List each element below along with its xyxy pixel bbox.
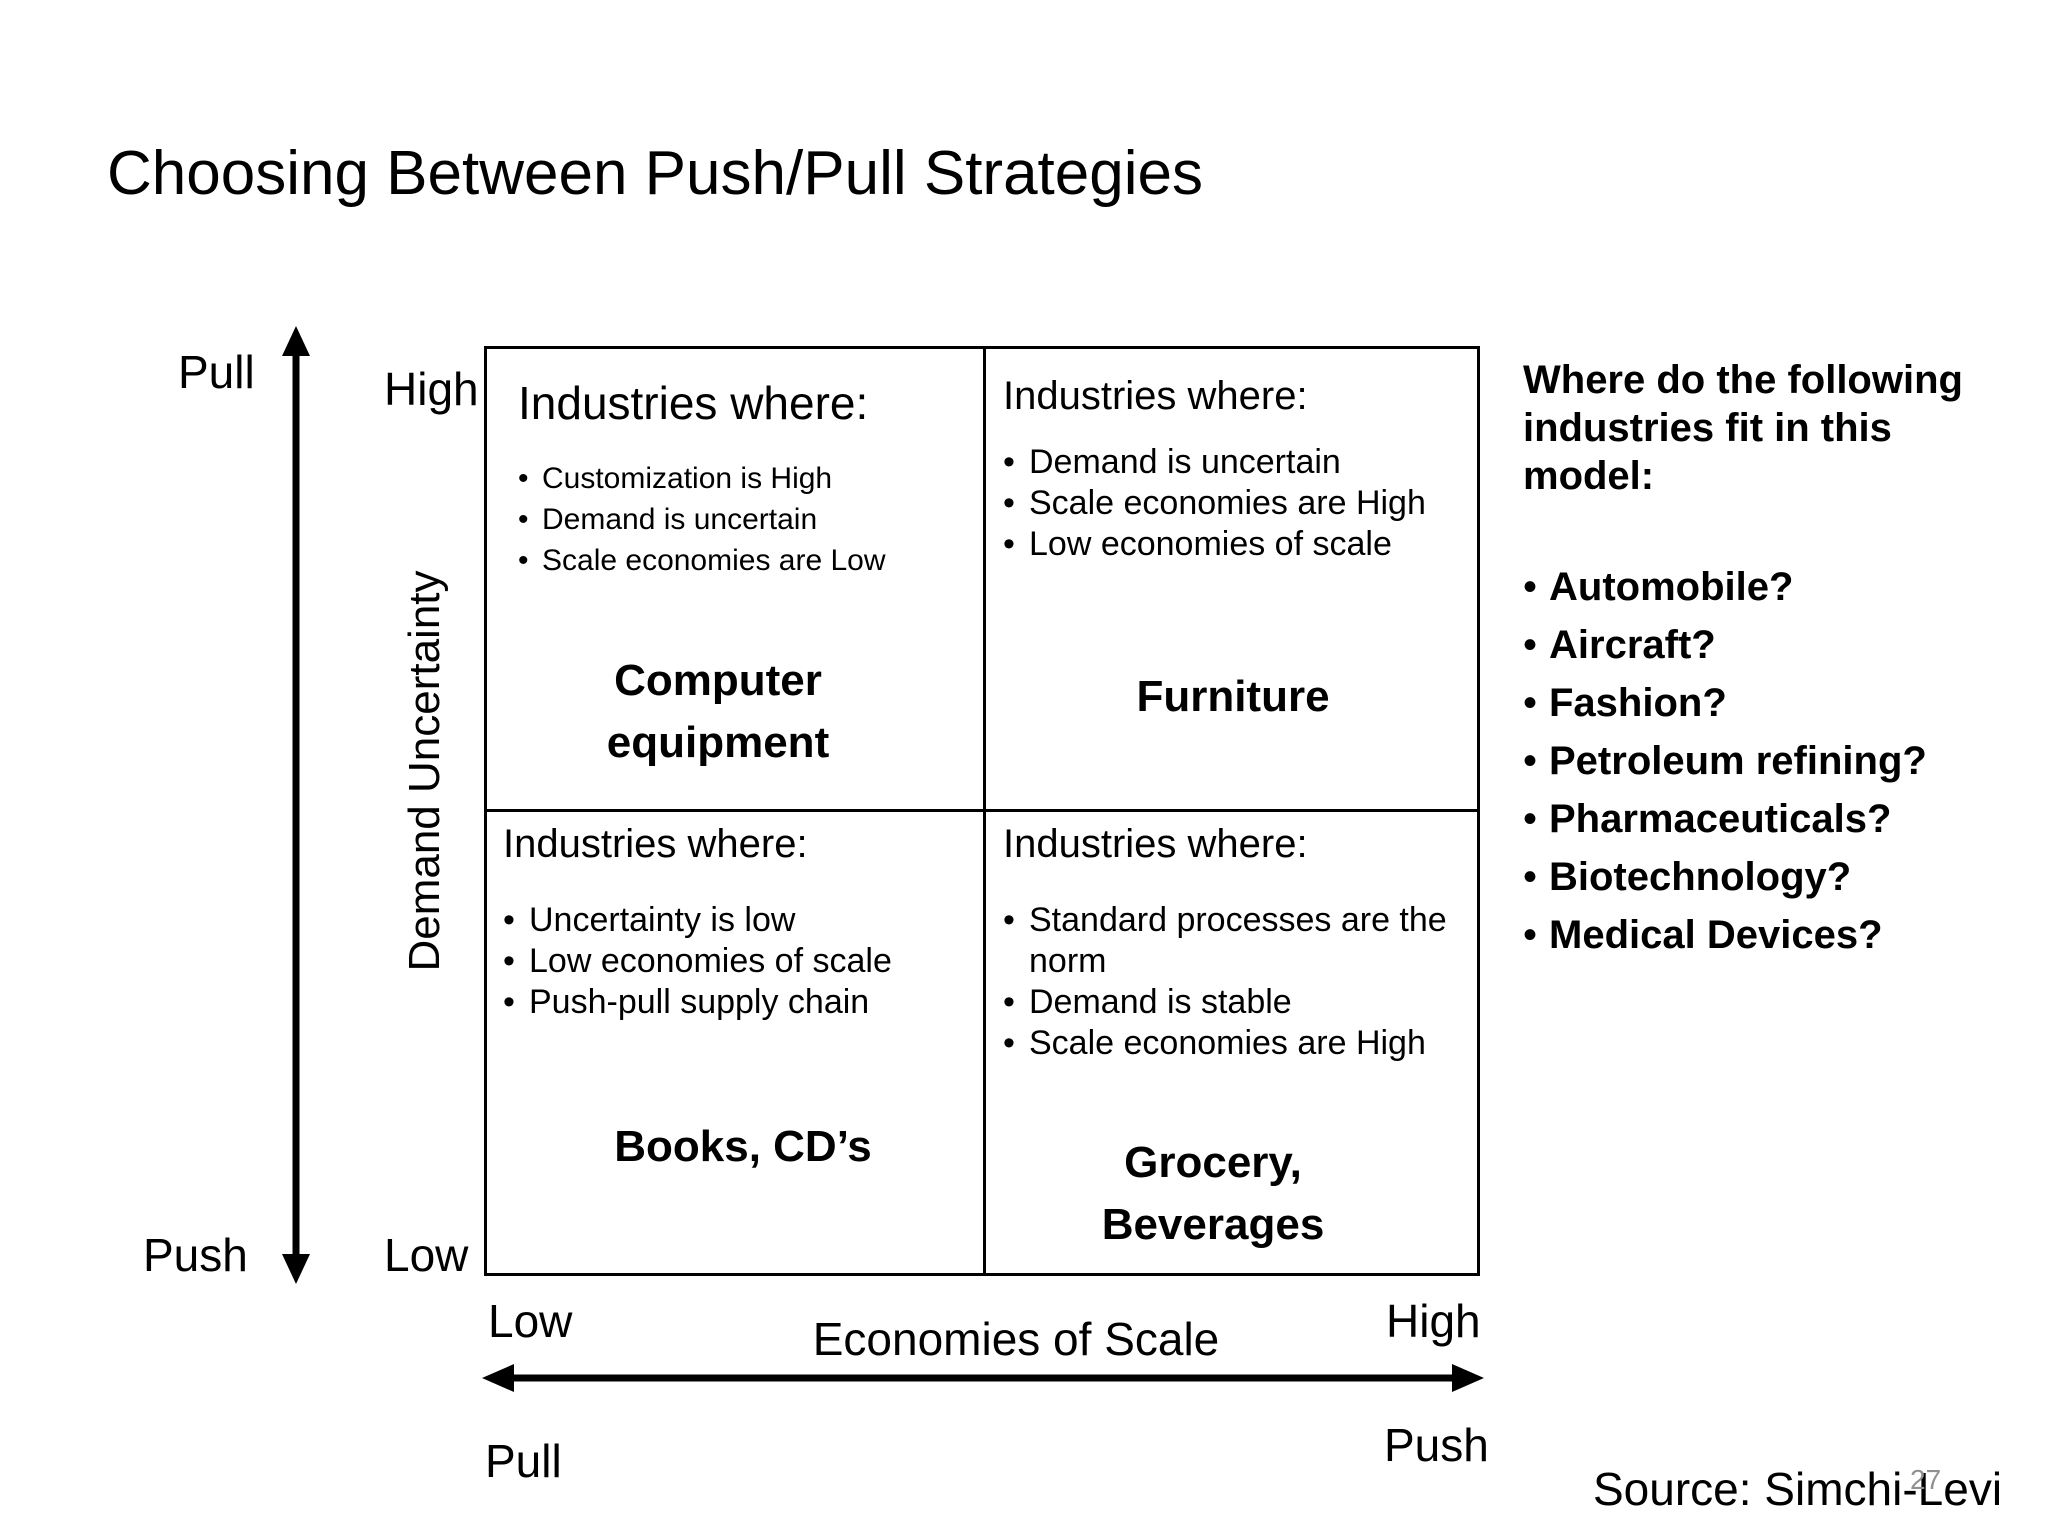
- quadrant-bullets: Uncertainty is low Low economies of scal…: [503, 900, 963, 1023]
- quadrant-bullets: Customization is High Demand is uncertai…: [518, 458, 958, 581]
- industry-question: Fashion?: [1523, 674, 2033, 732]
- bullet-item: Standard processes are the norm: [1003, 900, 1463, 982]
- bullet-item: Customization is High: [518, 458, 958, 499]
- quadrant-heading: Industries where:: [518, 377, 869, 429]
- bullet-item: Push-pull supply chain: [503, 982, 963, 1023]
- industry-question: Pharmaceuticals?: [1523, 790, 2033, 848]
- page-number: 27: [1910, 1464, 1942, 1495]
- quadrant-bottom-right: Industries where: Standard processes are…: [1003, 820, 1463, 1260]
- industry-question: Medical Devices?: [1523, 906, 2033, 964]
- x-strategy-left-label: Pull: [485, 1435, 562, 1487]
- y-strategy-top-label: Pull: [178, 346, 255, 398]
- bullet-item: Uncertainty is low: [503, 900, 963, 941]
- slide-title: Choosing Between Push/Pull Strategies: [107, 139, 1203, 208]
- quadrant-industry: Grocery, Beverages: [1101, 1138, 1325, 1249]
- bullet-item: Low economies of scale: [1003, 524, 1463, 565]
- quadrant-bullets: Demand is uncertain Scale economies are …: [1003, 442, 1463, 565]
- y-high-label: High: [384, 363, 479, 415]
- quadrant-industry: Computer equipment: [606, 656, 830, 767]
- bullet-item: Demand is stable: [1003, 982, 1463, 1023]
- quadrant-industry: Books, CD’s: [614, 1122, 872, 1171]
- x-strategy-right-label: Push: [1384, 1419, 1489, 1471]
- source-credit: Source: Simchi-Levi: [1593, 1463, 2003, 1515]
- x-high-label: High: [1386, 1295, 1481, 1347]
- y-axis-label: Demand Uncertainty: [400, 570, 449, 972]
- industry-question: Automobile?: [1523, 558, 2033, 616]
- vertical-axis-arrow: [282, 326, 310, 1284]
- quadrant-industry: Furniture: [1136, 672, 1330, 721]
- quadrant-top-right: Industries where: Demand is uncertain Sc…: [1003, 372, 1463, 792]
- quadrant-heading: Industries where:: [1003, 374, 1308, 418]
- bullet-item: Scale economies are High: [1003, 483, 1463, 524]
- bullet-item: Scale economies are Low: [518, 540, 958, 581]
- x-axis-label: Economies of Scale: [812, 1313, 1220, 1365]
- industry-question: Aircraft?: [1523, 616, 2033, 674]
- horizontal-axis-arrow: [482, 1364, 1484, 1392]
- industry-question: Petroleum refining?: [1523, 732, 2033, 790]
- industry-question-list: Automobile? Aircraft? Fashion? Petroleum…: [1523, 558, 2033, 964]
- y-strategy-bottom-label: Push: [143, 1229, 248, 1281]
- industry-question: Biotechnology?: [1523, 848, 2033, 906]
- sidebar-question: Where do the following industries fit in…: [1523, 358, 1963, 498]
- sidebar-questions: Where do the following industries fit in…: [1523, 356, 2033, 964]
- bullet-item: Scale economies are High: [1003, 1023, 1463, 1064]
- quadrant-top-left: Industries where: Customization is High …: [518, 376, 958, 796]
- matrix-horizontal-divider: [484, 809, 1480, 812]
- y-low-label: Low: [384, 1229, 469, 1281]
- x-low-label: Low: [488, 1295, 573, 1347]
- quadrant-bottom-left: Industries where: Uncertainty is low Low…: [503, 820, 963, 1260]
- bullet-item: Demand is uncertain: [518, 499, 958, 540]
- quadrant-bullets: Standard processes are the norm Demand i…: [1003, 900, 1463, 1064]
- quadrant-heading: Industries where:: [1003, 822, 1308, 866]
- bullet-item: Low economies of scale: [503, 941, 963, 982]
- bullet-item: Demand is uncertain: [1003, 442, 1463, 483]
- quadrant-heading: Industries where:: [503, 822, 808, 866]
